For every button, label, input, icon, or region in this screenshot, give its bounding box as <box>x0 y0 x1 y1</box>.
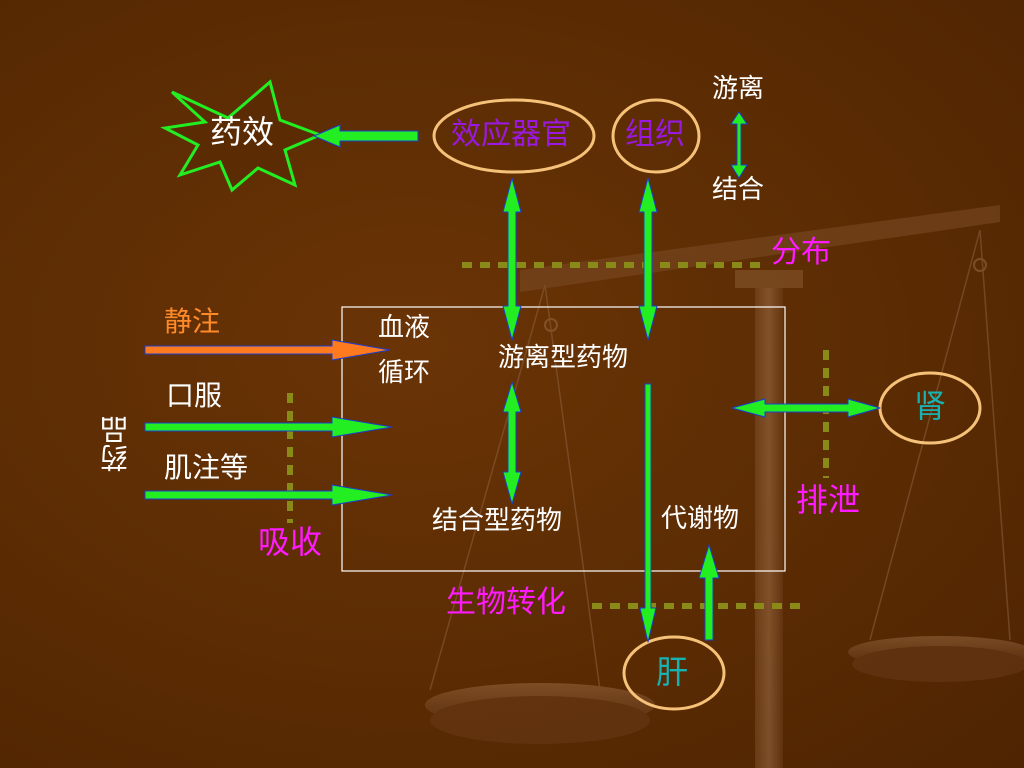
excretion-label: 排泄 <box>796 482 861 518</box>
drug-label: 药品 <box>100 416 131 472</box>
effector-organ-label: 效应器官 <box>451 117 571 152</box>
arrow-liver-to-metabolite <box>698 544 720 641</box>
tissue-label: 组织 <box>625 117 685 152</box>
liver-ellipse <box>622 635 726 711</box>
drug-effect-starburst <box>160 79 325 193</box>
absorption-label: 吸收 <box>258 524 323 560</box>
arrow-iv-injection <box>144 339 391 361</box>
blood-circulation-box <box>341 306 786 572</box>
biotransformation-label: 生物转化 <box>446 586 566 619</box>
metabolite-label: 代谢物 <box>661 504 740 534</box>
kidney-label: 肾 <box>914 387 947 425</box>
effector-organ-ellipse <box>432 98 596 174</box>
distribution-label: 分布 <box>771 236 831 269</box>
arrow-tissue-free-drug <box>638 177 658 341</box>
liver-label: 肝 <box>656 653 689 691</box>
oral-label: 口服 <box>166 380 223 411</box>
arrows <box>144 111 881 643</box>
bound-label: 结合 <box>712 175 765 205</box>
arrow-free-bound-drug <box>502 381 522 505</box>
drug-effect-label: 药效 <box>210 113 275 151</box>
arrow-free-drug-to-liver <box>639 383 657 643</box>
arrow-effector-to-effect <box>313 124 419 148</box>
tissue-ellipse <box>611 98 701 174</box>
bound-drug-label: 结合型药物 <box>432 506 563 536</box>
free-label: 游离 <box>712 74 765 104</box>
iv-injection-label: 静注 <box>164 306 221 337</box>
arrow-im-absorption <box>144 484 393 506</box>
blood-label: 血液 <box>378 313 431 343</box>
balance-scale-watermark <box>425 205 1024 768</box>
arrow-blood-kidney <box>731 398 881 418</box>
arrow-oral-absorption <box>144 416 393 438</box>
circulation-label: 循环 <box>378 358 431 388</box>
arrow-free-bound-exchange <box>730 111 748 179</box>
arrow-organ-free-drug <box>502 177 522 341</box>
im-injection-label: 肌注等 <box>164 452 249 483</box>
free-drug-label: 游离型药物 <box>498 343 629 373</box>
